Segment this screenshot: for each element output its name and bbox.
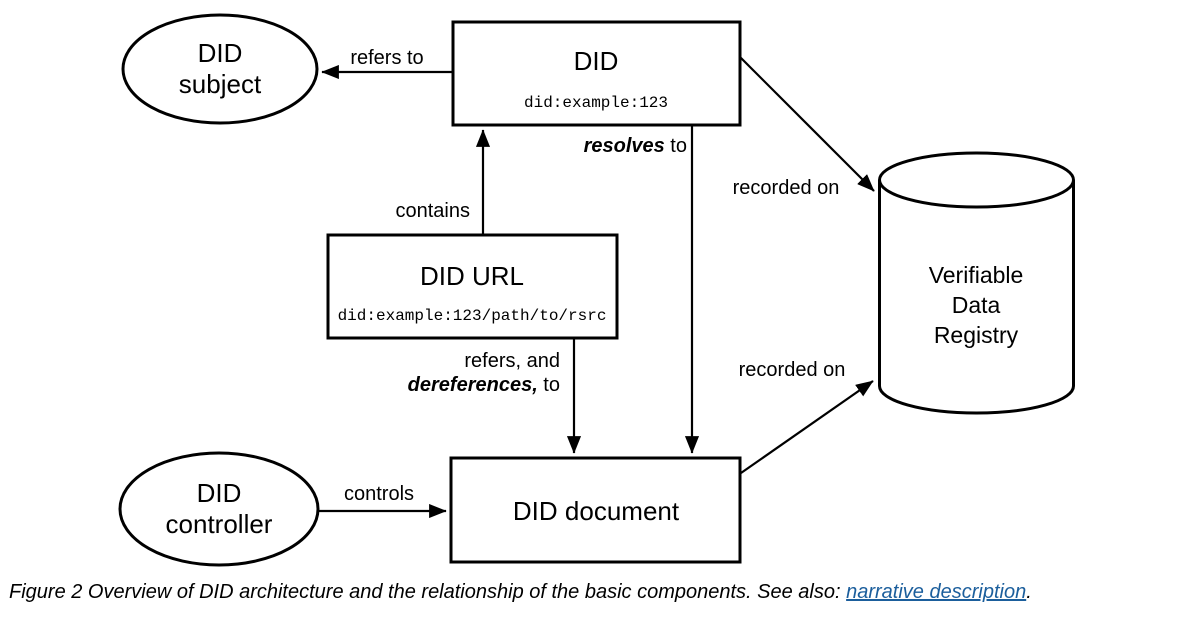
registry-cylinder-body (878, 180, 1075, 415)
figure-caption: Figure 2 Overview of DID architecture an… (9, 581, 1032, 604)
did-controller-ellipse (118, 451, 320, 567)
did-document-box (449, 456, 742, 564)
did-document-label: DID document (512, 496, 680, 526)
controls-label: controls (343, 483, 415, 505)
did-url-box (326, 233, 619, 340)
recorded-on-bottom-label: recorded on (738, 359, 846, 381)
did-box (451, 20, 742, 127)
registry-cylinder-top (878, 151, 1075, 209)
did-url-label: DID URL (419, 261, 525, 291)
did-subject-ellipse (121, 13, 319, 125)
did-controller-label: DID controller (165, 478, 273, 539)
refers-and-dereferences-label: refers, and dereferences, to (407, 350, 560, 396)
did-url-example-code: did:example:123/path/to/rsrc (337, 307, 607, 325)
recorded-on-top-label: recorded on (732, 177, 840, 199)
did-example-code: did:example:123 (523, 94, 669, 112)
verifiable-data-registry-label: Verifiable Data Registry (928, 262, 1024, 348)
narrative-description-link[interactable]: narrative description (846, 581, 1027, 603)
caption-text: Figure 2 Overview of DID architecture an… (9, 581, 847, 603)
contains-label: contains (395, 200, 471, 222)
recorded-on-bottom-arrow (740, 380, 874, 474)
did-subject-label: DID subject (178, 38, 262, 99)
diagram-shapes (118, 13, 1075, 567)
caption-period: . (1026, 581, 1032, 603)
recorded-on-top-arrow (739, 56, 875, 192)
resolves-to-label: resolves to (583, 135, 687, 157)
did-label: DID (573, 46, 619, 76)
refers-to-label: refers to (350, 47, 424, 69)
